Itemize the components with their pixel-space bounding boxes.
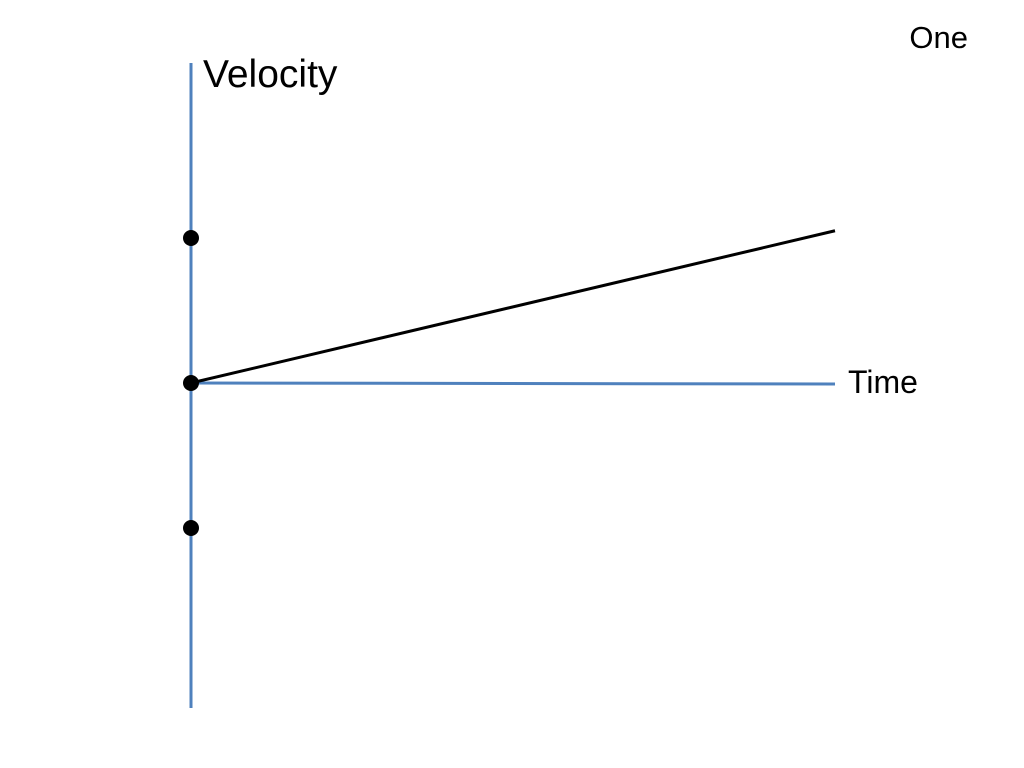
x-axis <box>190 381 836 386</box>
slide-label: One <box>909 20 968 55</box>
series-line-0 <box>190 229 836 385</box>
x-axis-label: Time <box>848 364 918 400</box>
axis-marks-layer <box>183 230 199 536</box>
series-layer <box>190 229 836 385</box>
y-axis-mark <box>183 375 199 391</box>
y-axis-mark <box>183 230 199 246</box>
y-axis-label: Velocity <box>203 53 338 96</box>
y-axis-mark <box>183 520 199 536</box>
